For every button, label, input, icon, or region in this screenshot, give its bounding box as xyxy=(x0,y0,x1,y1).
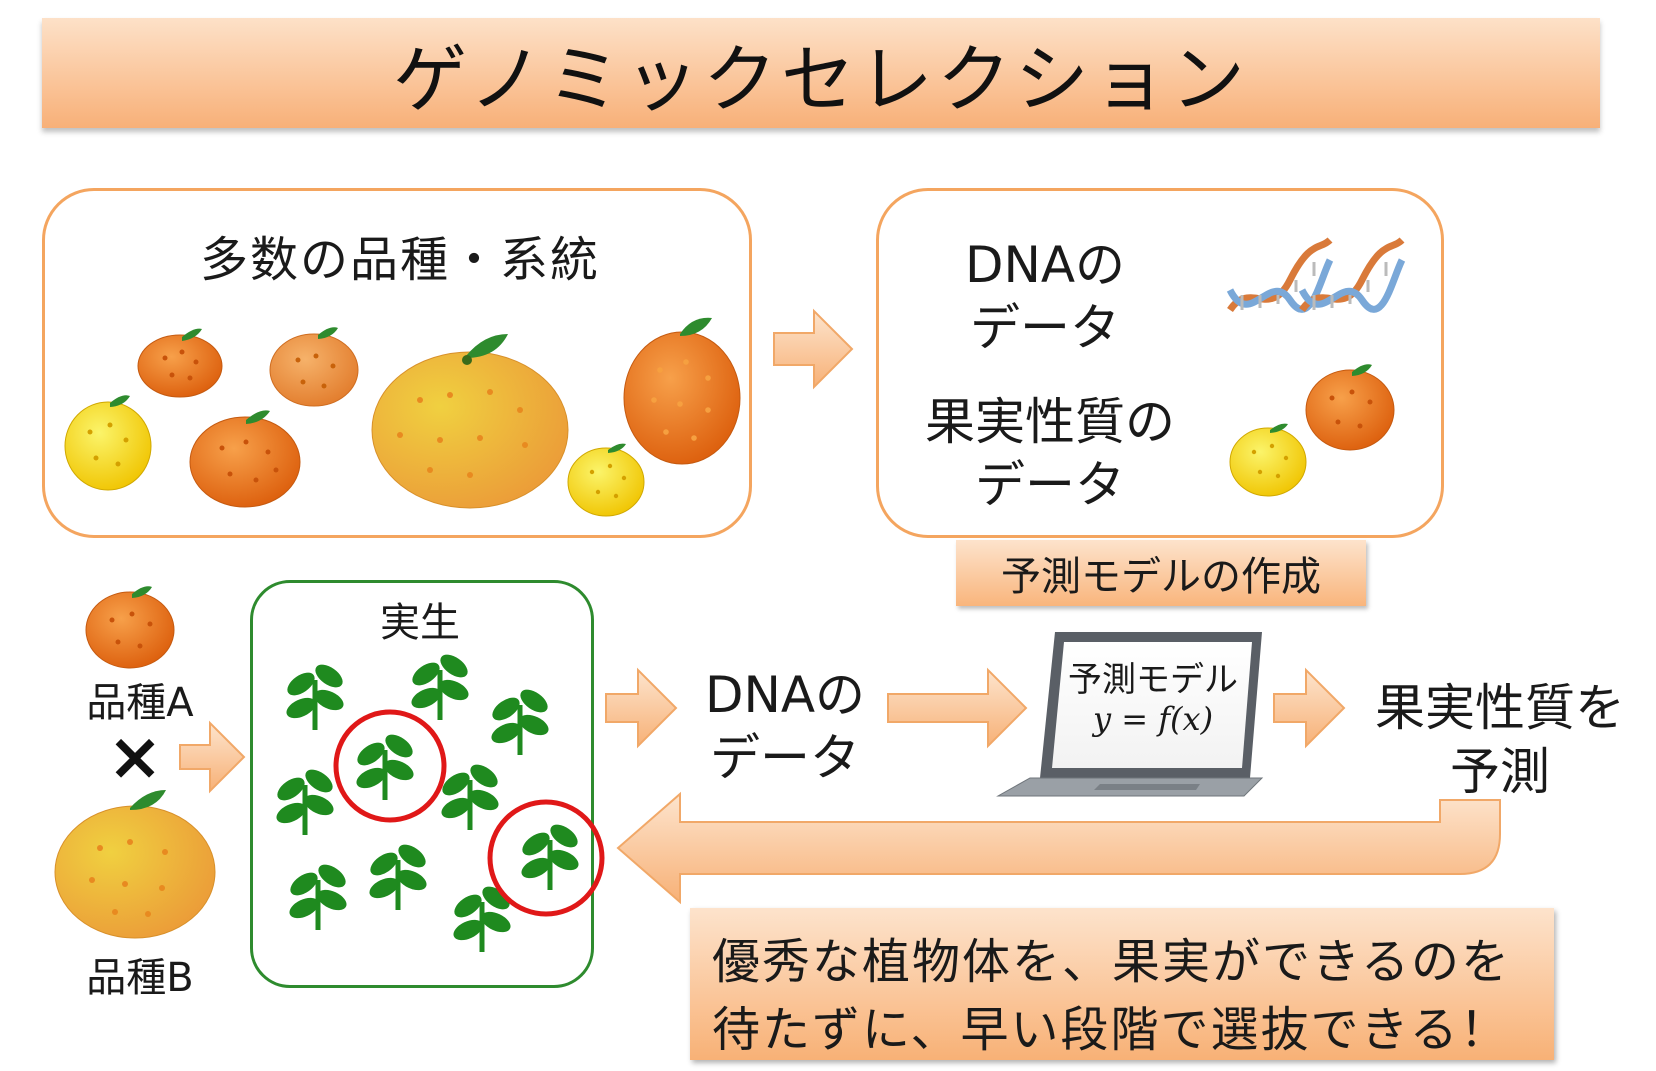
citrus-mandarin-icon xyxy=(189,410,301,508)
seedling-icon xyxy=(441,764,499,830)
variety-a-label: 品種A xyxy=(86,680,194,726)
trait-data-label-2: データ xyxy=(975,456,1125,514)
arrow-right-icon xyxy=(773,308,854,390)
dna-data-label-2: データ xyxy=(970,299,1120,357)
seedling-icon xyxy=(289,864,347,930)
conclusion-line-1: 優秀な植物体を、果実ができるのを xyxy=(712,934,1512,990)
citrus-small-yellow-icon xyxy=(567,443,645,517)
laptop-formula: y = f(x) xyxy=(1092,700,1214,738)
varieties-label: 多数の品種・系統 xyxy=(199,232,600,288)
arrow-right-icon xyxy=(1273,667,1346,749)
seedling-icon xyxy=(453,886,511,952)
citrus-orange-icon xyxy=(1305,364,1395,451)
laptop-icon xyxy=(996,632,1264,797)
trait-data-label-1: 果実性質の xyxy=(925,393,1175,451)
seedling-label: 実生 xyxy=(380,600,460,646)
arrow-right-icon xyxy=(887,667,1028,749)
dna-step-label-2: データ xyxy=(710,729,860,787)
conclusion-line-2: 待たずに、早い段階で選抜できる！ xyxy=(712,1002,1510,1058)
arrow-right-icon xyxy=(605,667,678,749)
variety-b-label: 品種B xyxy=(86,955,194,1001)
citrus-orange-icon xyxy=(137,328,223,398)
seedling-icon xyxy=(356,734,414,800)
seedling-icon xyxy=(411,654,469,720)
title-banner xyxy=(42,18,1600,128)
variety-a-fruit-icon xyxy=(85,586,175,669)
citrus-tall-orange-icon xyxy=(623,317,741,465)
return-arrow-icon xyxy=(616,791,1501,905)
model-creation-text: 予測モデルの作成 xyxy=(1001,554,1321,600)
selection-circle-icon xyxy=(487,799,605,917)
data-panel xyxy=(876,188,1444,538)
citrus-large-icon xyxy=(371,334,569,509)
seedling-icon xyxy=(276,769,334,835)
seedling-icon xyxy=(369,844,427,910)
prediction-label-2: 予測 xyxy=(1450,743,1550,801)
arrow-right-icon xyxy=(179,720,246,794)
seedling-icon xyxy=(286,664,344,730)
seedling-icon xyxy=(491,689,549,755)
selection-circle-icon xyxy=(333,709,447,823)
dna-step-label-1: DNAの xyxy=(704,666,866,724)
citrus-light-orange-icon xyxy=(269,327,359,407)
dna-helix-icon xyxy=(1298,237,1406,313)
cross-symbol: × xyxy=(107,718,163,795)
dna-helix-icon xyxy=(1226,237,1334,313)
seedling-panel xyxy=(250,580,594,988)
citrus-yellow-icon xyxy=(64,395,152,491)
laptop-model-label: 予測モデル xyxy=(1068,660,1238,700)
page-title: ゲノミックセレクション xyxy=(393,36,1249,123)
model-creation-label: 予測モデルの作成 xyxy=(956,540,1366,606)
prediction-label-1: 果実性質を xyxy=(1375,679,1625,737)
variety-b-fruit-icon xyxy=(54,790,216,939)
citrus-yellow-icon xyxy=(1229,423,1307,497)
seedling-icon xyxy=(521,824,579,890)
conclusion-box xyxy=(690,908,1554,1060)
dna-data-label-1: DNAの xyxy=(964,236,1126,294)
